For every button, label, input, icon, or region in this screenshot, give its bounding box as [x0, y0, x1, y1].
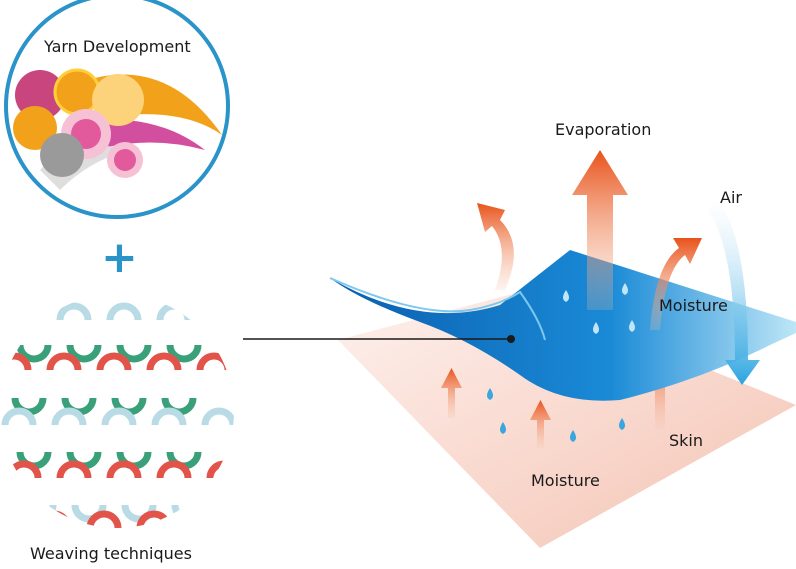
- skin-label: Skin: [669, 431, 704, 450]
- evaporation-label: Evaporation: [555, 120, 652, 139]
- skin-layer: [338, 292, 796, 548]
- weaving-illustration: [0, 294, 234, 528]
- pointer-dot: [507, 335, 515, 343]
- evaporation-curve-right-arrow: [650, 238, 702, 330]
- fabric-layer: [330, 250, 796, 401]
- air-label: Air: [720, 188, 742, 207]
- moisture-skin-label: Moisture: [531, 471, 600, 490]
- plus-sign: +: [101, 232, 138, 283]
- skin-droplets: [487, 388, 625, 442]
- fabric-droplets: [563, 283, 635, 334]
- weaving-techniques-label: Weaving techniques: [30, 544, 192, 563]
- air-arrow: [708, 200, 760, 385]
- evaporation-curve-left-arrow: [477, 203, 514, 290]
- moisture-fabric-label: Moisture: [659, 296, 728, 315]
- evaporation-arrow: [572, 150, 628, 310]
- yarn-development-label: Yarn Development: [44, 37, 191, 56]
- yarn-development-illustration: [4, 0, 230, 219]
